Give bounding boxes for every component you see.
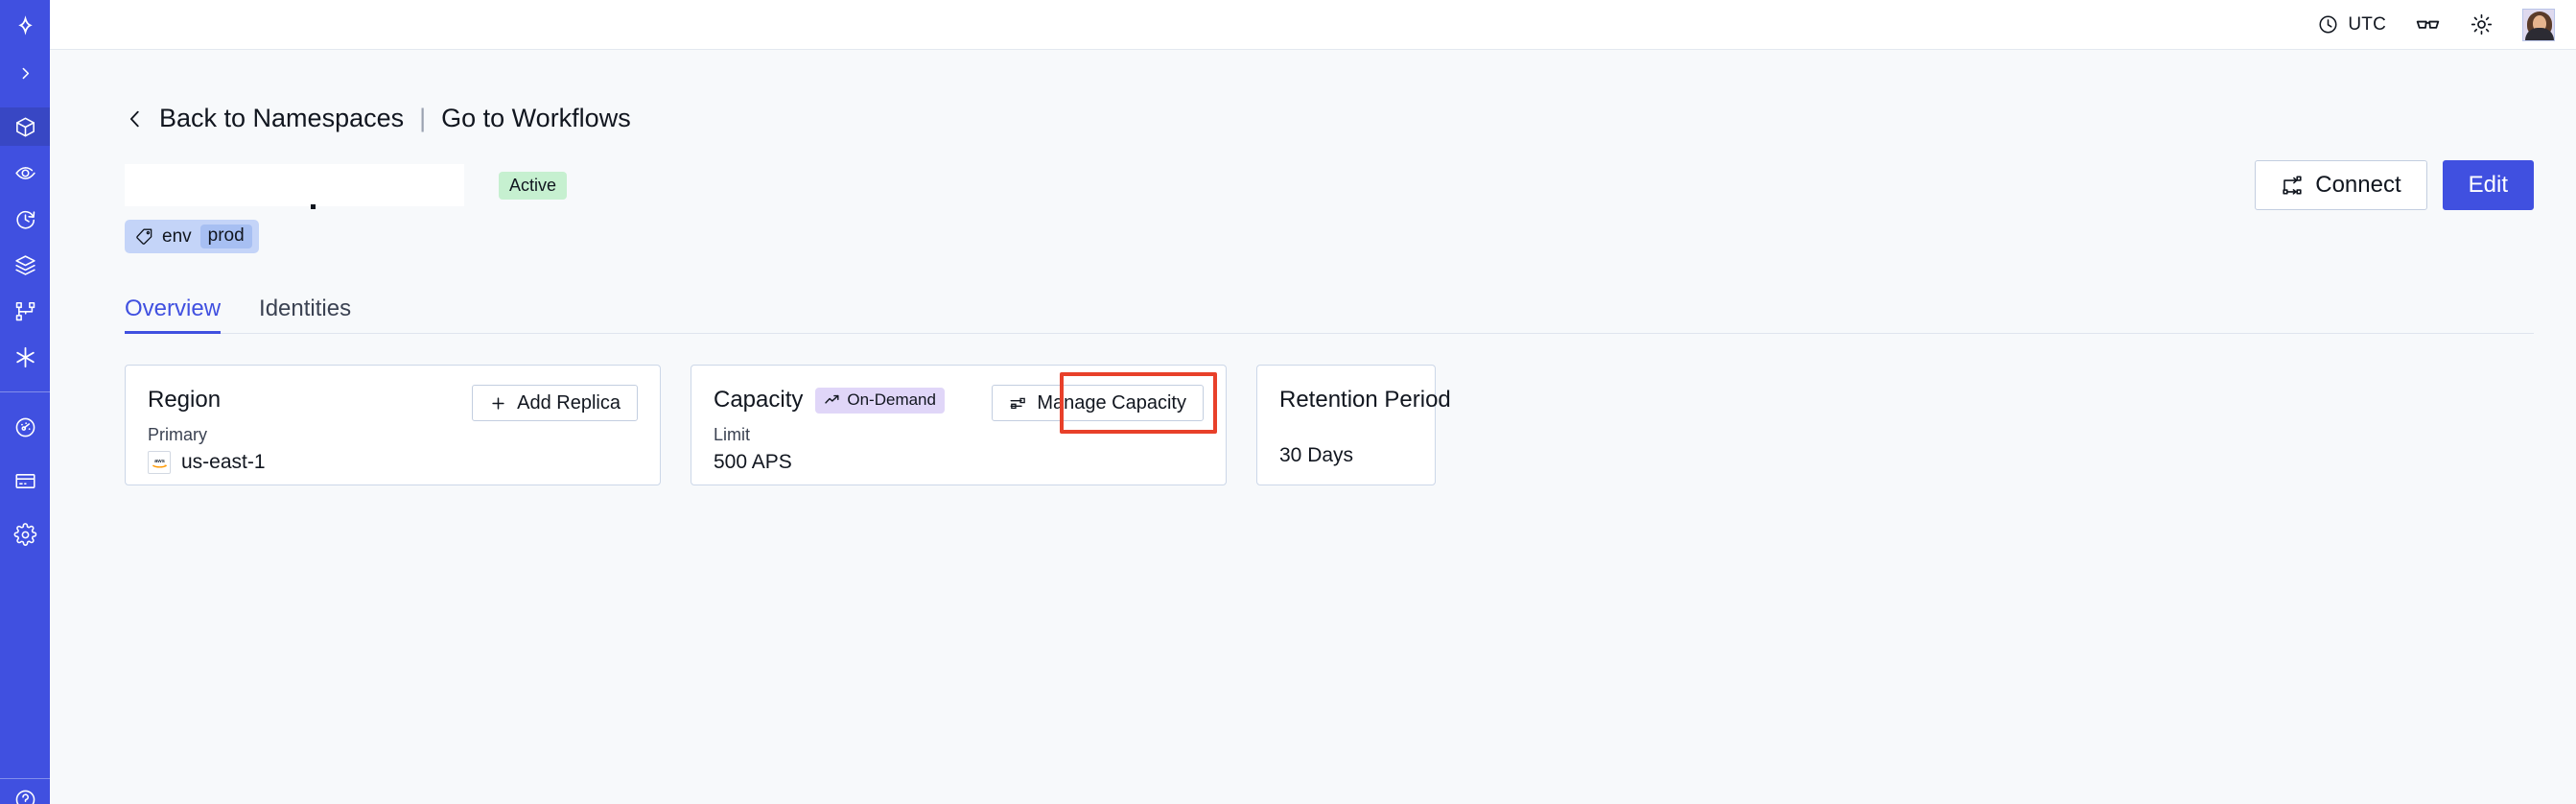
timezone-selector[interactable]: UTC [2317, 13, 2386, 35]
manage-capacity-button[interactable]: Manage Capacity [992, 385, 1204, 421]
main-region: UTC [50, 0, 2576, 804]
status-badge: Active [499, 171, 568, 200]
breadcrumb: Back to Namespaces | Go to Workflows [125, 104, 2534, 133]
region-primary-label: Primary [148, 425, 207, 444]
capacity-limit-label: Limit [714, 425, 751, 444]
temporal-logo-icon[interactable] [0, 2, 50, 48]
glasses-icon[interactable] [2415, 12, 2441, 37]
aws-logo-icon: aws [148, 451, 171, 474]
chevron-left-icon[interactable] [125, 105, 146, 133]
capacity-limit-value: 500 APS [714, 451, 792, 473]
namespace-title-row: Active [125, 160, 2534, 210]
region-value-row: aws us-east-1 [148, 451, 637, 474]
sidebar-divider-bottom [0, 778, 50, 779]
capacity-card-title: Capacity [714, 387, 804, 413]
sun-icon[interactable] [2470, 12, 2494, 36]
breadcrumb-back-link[interactable]: Back to Namespaces [159, 104, 405, 132]
sidebar-item-help[interactable] [0, 779, 50, 804]
tag-chip-env[interactable]: env prod [125, 220, 259, 253]
breadcrumb-separator: | [419, 104, 427, 132]
sidebar-item-nexus[interactable] [0, 292, 50, 330]
avatar-body [2525, 27, 2554, 40]
region-card-head: Region [148, 387, 637, 414]
tag-icon [135, 227, 153, 246]
page-title [125, 164, 464, 206]
namespace-actions: Connect Edit [2255, 160, 2534, 210]
sidebar-item-settings[interactable] [0, 515, 50, 554]
avatar-face [2533, 14, 2546, 32]
add-replica-button-wrap: Add Replica [472, 385, 638, 421]
sidebar-item-schedules[interactable] [0, 200, 50, 238]
avatar[interactable] [2522, 8, 2555, 41]
sidebar-item-usage[interactable] [0, 408, 50, 446]
capacity-card-head: Capacity On-Demand [714, 387, 1203, 414]
timezone-label: UTC [2348, 13, 2386, 35]
clock-icon [2317, 13, 2339, 35]
manage-capacity-button-wrap: Manage Capacity [992, 385, 1204, 421]
add-replica-button[interactable]: Add Replica [472, 385, 638, 421]
edit-button[interactable]: Edit [2442, 160, 2534, 210]
connection-icon [2281, 174, 2304, 197]
sidebar [0, 0, 50, 804]
overview-cards: Region Primary aws us-east-1 [125, 365, 2534, 485]
tab-bar: Overview Identities [125, 286, 2534, 334]
namespace-tags: env prod [125, 220, 2534, 253]
tag-value: prod [199, 225, 252, 248]
add-replica-label: Add Replica [517, 391, 621, 414]
sidebar-item-namespaces[interactable] [0, 107, 50, 146]
retention-card-title: Retention Period [1279, 387, 1451, 413]
svg-text:aws: aws [154, 459, 165, 464]
on-demand-badge: On-Demand [815, 387, 945, 414]
plus-icon [489, 394, 507, 413]
region-card: Region Primary aws us-east-1 [125, 365, 661, 485]
retention-card-head: Retention Period [1279, 387, 1451, 414]
sidebar-item-observability[interactable] [0, 154, 50, 192]
tab-overview[interactable]: Overview [125, 296, 222, 334]
connect-button-label: Connect [2315, 172, 2401, 198]
manage-capacity-label: Manage Capacity [1037, 391, 1186, 414]
on-demand-badge-label: On-Demand [847, 390, 936, 409]
trending-up-icon [824, 391, 840, 408]
top-bar: UTC [50, 0, 2576, 50]
sidebar-expand-button[interactable] [0, 54, 50, 92]
tab-identities[interactable]: Identities [259, 296, 352, 321]
tag-key: env [162, 225, 192, 247]
capacity-card: Capacity On-Demand Limit 50 [691, 365, 1227, 485]
connect-button[interactable]: Connect [2255, 160, 2427, 210]
sidebar-item-workers[interactable] [0, 338, 50, 376]
page-content: Back to Namespaces | Go to Workflows Act… [50, 50, 2576, 804]
region-value: us-east-1 [181, 451, 266, 473]
sliders-icon [1009, 394, 1027, 413]
breadcrumb-workflows-link[interactable]: Go to Workflows [441, 104, 631, 132]
retention-value: 30 Days [1279, 444, 1354, 466]
region-card-title: Region [148, 387, 222, 413]
sidebar-item-batch-operations[interactable] [0, 246, 50, 284]
edit-button-label: Edit [2468, 172, 2508, 198]
retention-card: Retention Period 30 Days [1256, 365, 1451, 485]
sidebar-divider-top [0, 391, 50, 392]
sidebar-item-billing[interactable] [0, 461, 50, 500]
